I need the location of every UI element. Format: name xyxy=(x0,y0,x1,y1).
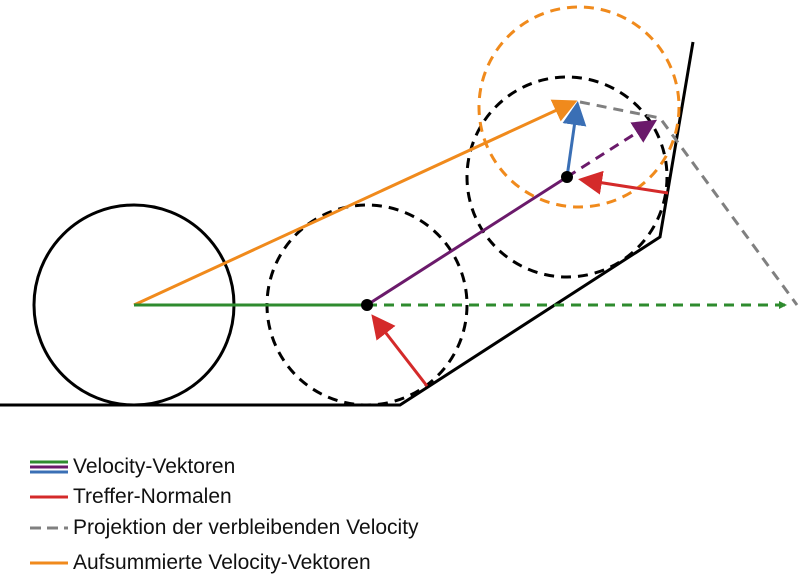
gray-projection xyxy=(579,100,799,306)
wall-outline xyxy=(0,41,695,407)
legend-swatches xyxy=(30,460,68,565)
legend-projection: Projektion der verbleibenden Velocity xyxy=(73,516,419,539)
contact-point-1 xyxy=(361,299,373,311)
red-normal-1 xyxy=(371,314,429,387)
purple-velocity xyxy=(366,175,568,307)
legend-velocity-vectors: Velocity-Vektoren xyxy=(73,455,236,478)
purple-velocity-dashed xyxy=(566,119,658,179)
red-normal-2 xyxy=(578,170,669,195)
final-sphere xyxy=(477,5,681,209)
blue-velocity xyxy=(562,101,587,178)
legend-summed-vectors: Aufsummierte Velocity-Vektoren xyxy=(73,551,371,574)
contact-point-2 xyxy=(561,171,573,183)
hit-sphere-2 xyxy=(465,75,669,279)
orange-sum-arrow xyxy=(133,99,578,307)
legend-hit-normals: Treffer-Normalen xyxy=(73,485,232,508)
